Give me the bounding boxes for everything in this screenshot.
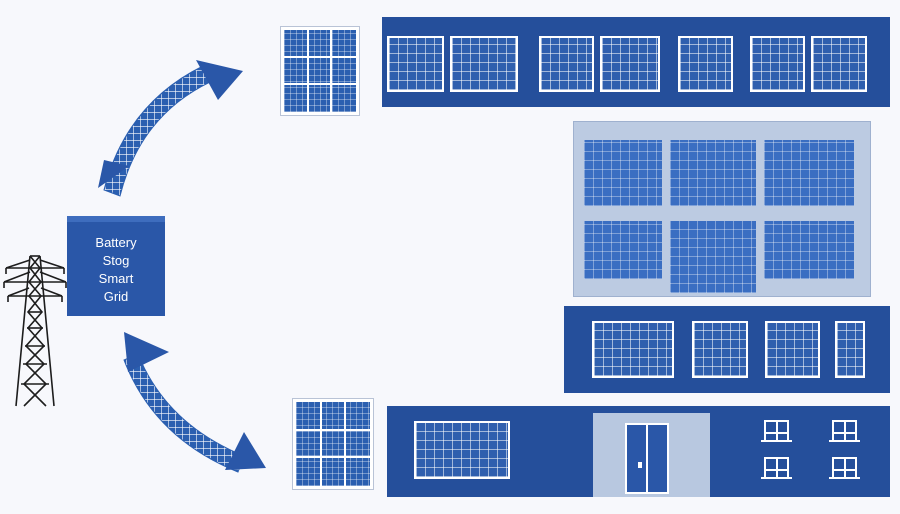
building-block-light bbox=[573, 121, 871, 297]
battery-label: Battery Stog Smart Grid bbox=[67, 234, 165, 306]
small-window bbox=[829, 420, 860, 442]
small-window bbox=[761, 457, 792, 479]
small-window bbox=[829, 457, 860, 479]
battery-line-2: Stog bbox=[102, 253, 130, 268]
entrance-door bbox=[625, 423, 669, 494]
door-handle bbox=[638, 462, 642, 468]
solar-panel-top bbox=[280, 26, 360, 116]
solar-panel-bottom bbox=[292, 398, 374, 490]
curved-solar-arrow-up-icon bbox=[98, 60, 243, 197]
battery-smart-grid-box: Battery Stog Smart Grid bbox=[67, 216, 165, 316]
curved-arrows bbox=[98, 60, 266, 473]
battery-line-1: Battery bbox=[95, 235, 137, 250]
battery-line-3: Smart bbox=[98, 271, 134, 286]
power-transmission-tower-icon bbox=[3, 255, 67, 407]
building-facade-top bbox=[382, 17, 890, 107]
building-facade-middle bbox=[564, 306, 890, 393]
small-window bbox=[761, 420, 792, 442]
battery-line-4: Grid bbox=[103, 289, 129, 304]
curved-solar-arrow-down-icon bbox=[123, 332, 266, 473]
